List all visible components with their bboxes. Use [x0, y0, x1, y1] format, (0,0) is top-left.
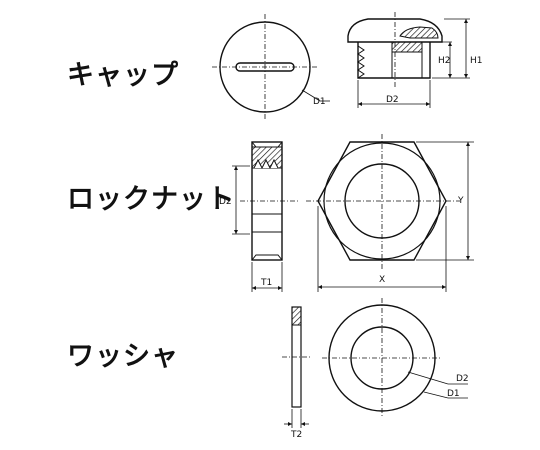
washer-d2-label: D2 — [456, 374, 469, 384]
cap-title: キャップ — [67, 60, 179, 91]
cap-h1-label: H1 — [470, 56, 483, 66]
locknut-x-label: X — [379, 275, 385, 285]
cap-h2-label: H2 — [438, 56, 451, 66]
washer-side-view — [282, 306, 312, 428]
cap-d2-label: D2 — [386, 95, 399, 105]
locknut-d2-label: D2 — [219, 197, 232, 207]
locknut-side-view — [232, 141, 300, 292]
cap-d1-label: D1 — [313, 97, 326, 107]
washer-title: ワッシャ — [67, 341, 179, 372]
washer-t2-label: T2 — [290, 430, 302, 440]
locknut-title: ロックナット — [67, 184, 235, 215]
locknut-front-view — [306, 134, 474, 292]
cap-d1-leader — [301, 89, 321, 102]
locknut-y-label: Y — [457, 196, 464, 206]
washer-front-view — [322, 298, 468, 418]
cap-side-view — [347, 12, 470, 108]
washer-d1-label: D1 — [447, 389, 460, 399]
cap-front-view — [212, 14, 330, 120]
locknut-t1-label: T1 — [260, 278, 272, 288]
